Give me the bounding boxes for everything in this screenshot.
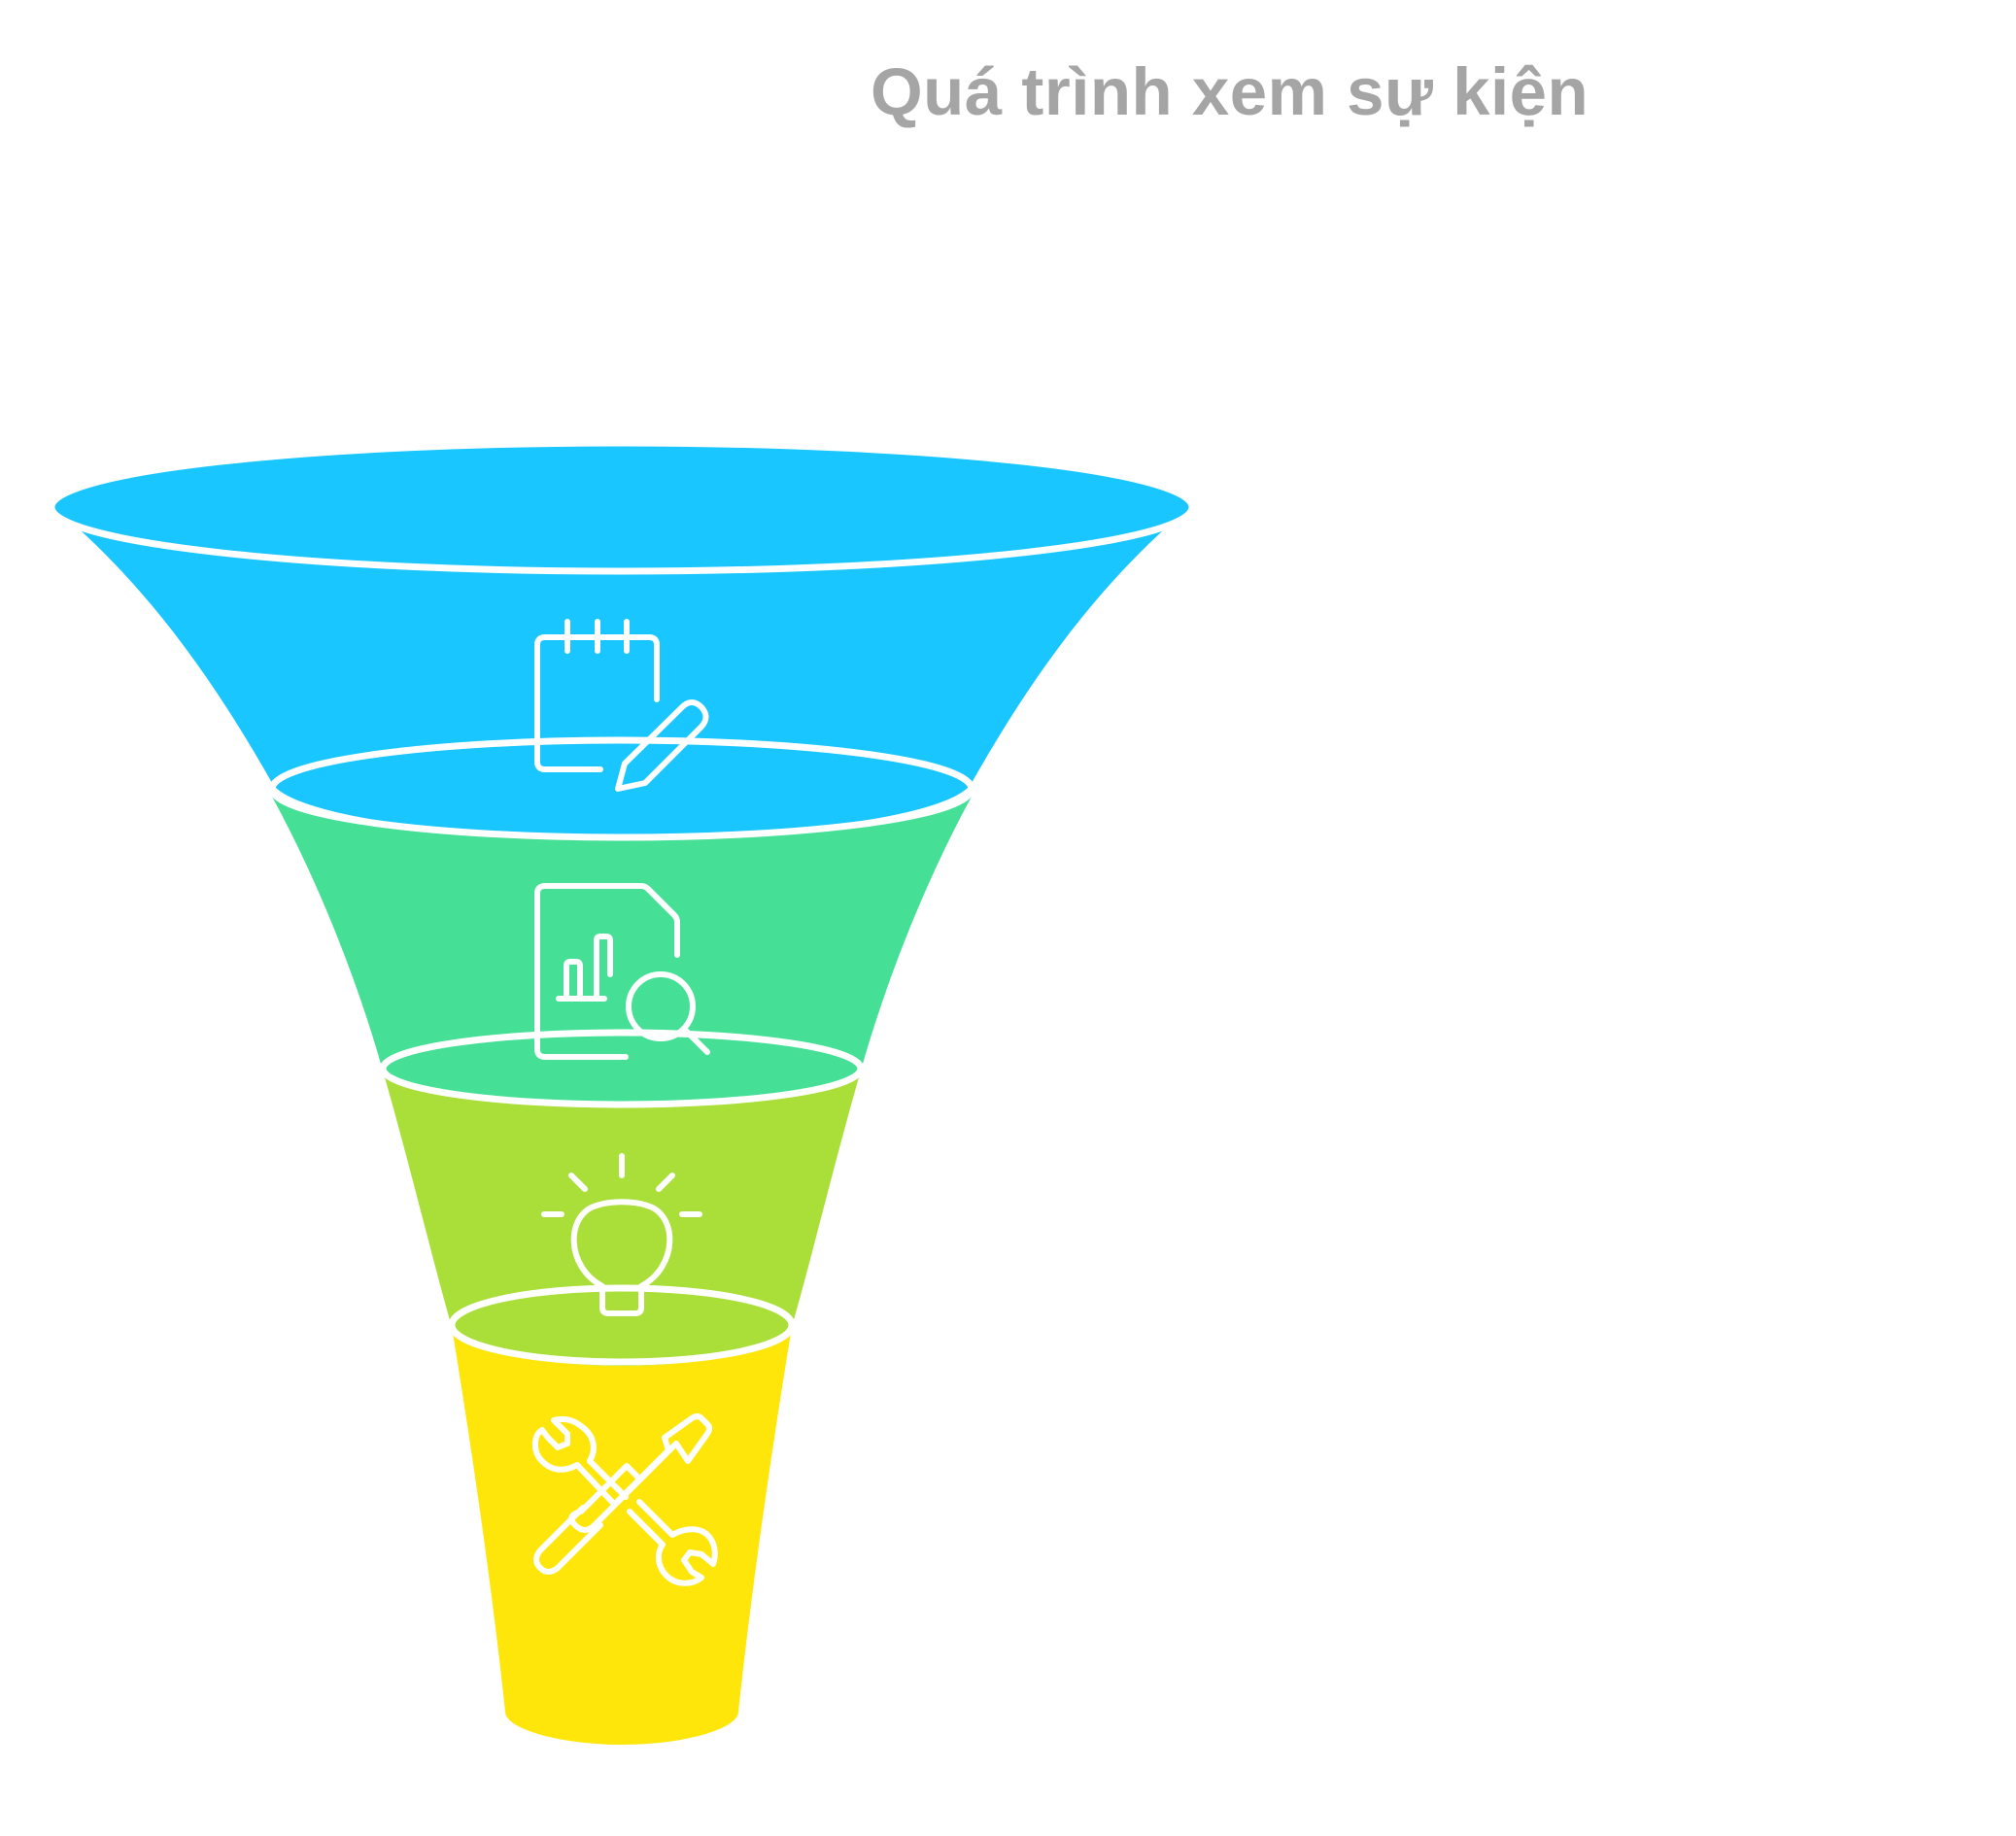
calendar-edit-icon <box>534 619 709 792</box>
lightbulb-icon <box>541 1153 702 1316</box>
diagram-title: Quá trình xem sự kiện <box>871 54 1589 129</box>
funnel-stage-1 <box>48 439 1196 841</box>
tools-icon <box>532 1413 718 1586</box>
funnel-stage-3 <box>383 1071 861 1366</box>
funnel-stage-2 <box>272 797 972 1108</box>
report-search-icon <box>534 883 710 1060</box>
funnel-stage-4 <box>452 1327 792 1745</box>
